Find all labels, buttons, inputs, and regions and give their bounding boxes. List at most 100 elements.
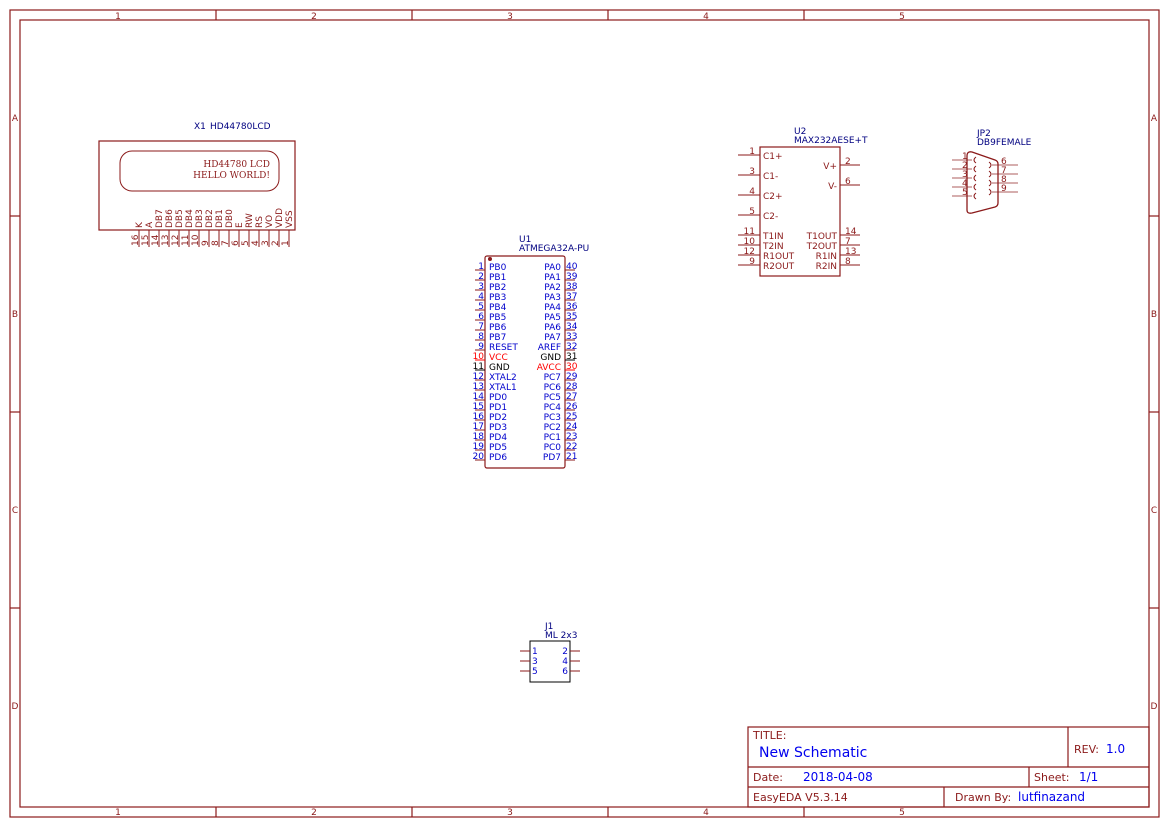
zone-col-top: 5: [899, 12, 905, 22]
zone-col-top: 4: [703, 12, 709, 22]
lcd-pin-name: VSS: [285, 210, 295, 228]
lcd-screen-line2: HELLO WORLD!: [193, 171, 270, 181]
mcu-pin-number: 25: [566, 412, 577, 422]
drawn-by-label: Drawn By:: [955, 791, 1011, 804]
mcu-pin-name: PD5: [489, 443, 507, 453]
mcu-pin-name: PD4: [489, 433, 507, 443]
max232-pin-number: 14: [845, 227, 857, 237]
lcd-pin-name: DB7: [155, 209, 165, 228]
mcu-pin-name: AVCC: [537, 363, 561, 373]
lcd-screen-line1: HD44780 LCD: [203, 160, 270, 170]
db9-pin-number: 1: [962, 152, 968, 162]
mcu-pin-name: PB6: [489, 323, 507, 333]
lcd-pin-name: DB4: [185, 209, 195, 228]
max232-pin-name: R1IN: [816, 252, 837, 262]
max232-pin-name: T2OUT: [806, 242, 838, 252]
title-block: TITLE: New Schematic REV: 1.0 Date: 2018…: [747, 726, 1150, 808]
lcd-pin-name: A: [145, 221, 155, 228]
lcd-pin-name: DB2: [205, 209, 215, 228]
mcu-ref: U1: [519, 235, 531, 245]
mcu-pin-number: 15: [473, 402, 484, 412]
max232-pin-number: 8: [845, 257, 851, 267]
mcu-pin-number: 39: [566, 272, 578, 282]
lcd-pin-number: 12: [171, 235, 181, 246]
max232-pin-name: T1OUT: [806, 232, 838, 242]
mcu-pin-number: 3: [478, 282, 484, 292]
mcu-pin-number: 38: [566, 282, 578, 292]
lcd-pin-number: 3: [261, 240, 271, 246]
mcu-pin-name: PA5: [544, 313, 561, 323]
lcd-pin-name: DB6: [165, 209, 175, 228]
mcu-pin-name: PD2: [489, 413, 507, 423]
lcd-pin-number: 2: [271, 240, 281, 246]
header-pin-number: 5: [532, 667, 538, 677]
max232-value: MAX232AESE+T: [794, 136, 868, 146]
mcu-pin-number: 6: [478, 312, 484, 322]
mcu-pin-name: GND: [489, 363, 510, 373]
mcu-pin-name: PA6: [544, 323, 561, 333]
max232-pin-number: 2: [845, 157, 851, 167]
mcu-pin-name: PD3: [489, 423, 507, 433]
mcu-pin-name: PA2: [544, 283, 561, 293]
lcd-pin-name: DB0: [225, 209, 235, 228]
sheet-label: Sheet:: [1034, 771, 1070, 784]
pin1-marker-icon: [488, 257, 492, 261]
lcd-pin-name: VO: [265, 215, 275, 228]
max232-pin-number: 7: [845, 237, 851, 247]
lcd-pin-number: 4: [251, 240, 261, 246]
mcu-pin-name: PB7: [489, 333, 506, 343]
software-version: EasyEDA V5.3.14: [753, 791, 848, 804]
max232-pin-name: T1IN: [762, 232, 784, 242]
mcu-pin-name: PD1: [489, 403, 507, 413]
header-pin-number: 4: [562, 657, 568, 667]
rev-value: 1.0: [1106, 742, 1125, 756]
max232-pin-number: 10: [744, 237, 756, 247]
header-pin-number: 1: [532, 647, 538, 657]
mcu-pin-name: PB1: [489, 273, 506, 283]
title-value: New Schematic: [759, 745, 867, 761]
zone-col-top: 3: [507, 12, 513, 22]
mcu-pin-number: 36: [566, 302, 578, 312]
max232-pin-name: C2+: [763, 192, 783, 202]
lcd-value: HD44780LCD: [210, 122, 271, 132]
date-label: Date:: [753, 771, 783, 784]
mcu-pin-name: RESET: [489, 343, 518, 353]
mcu-pin-name: PC4: [544, 403, 562, 413]
mcu-pin-name: PC2: [544, 423, 561, 433]
date-value: 2018-04-08: [803, 770, 873, 784]
lcd-pin-number: 8: [211, 240, 221, 246]
mcu-pin-number: 34: [566, 322, 578, 332]
mcu-pin-name: PA4: [544, 303, 561, 313]
zone-col-bottom: 2: [311, 808, 317, 818]
lcd-pin-number: 6: [231, 240, 241, 246]
db9-value: DB9FEMALE: [977, 138, 1032, 148]
max232-pin-name: C1+: [763, 152, 783, 162]
mcu-value: ATMEGA32A-PU: [519, 244, 589, 254]
mcu-pin-number: 13: [473, 382, 484, 392]
header-pin-number: 6: [562, 667, 568, 677]
max232-pin-name: T2IN: [762, 242, 784, 252]
header-value: ML 2x3: [545, 631, 577, 641]
header-pin-number: 2: [562, 647, 568, 657]
mcu-pin-number: 2: [478, 272, 484, 282]
lcd-pin-name: DB5: [175, 209, 185, 228]
zone-row-left: A: [12, 114, 19, 124]
lcd-screen: [119, 150, 280, 192]
mcu-pin-number: 20: [473, 452, 485, 462]
drawn-by-value: lutfinazand: [1018, 790, 1085, 804]
mcu-pin-number: 28: [566, 382, 578, 392]
lcd-component-x1[interactable]: X1 HD44780LCD HD44780 LCD HELLO WORLD! 1…: [98, 122, 296, 247]
db9-shell: [966, 151, 999, 214]
zone-col-bottom: 3: [507, 808, 513, 818]
mcu-pin-number: 29: [566, 372, 578, 382]
lcd-pin-name: DB3: [195, 209, 205, 228]
